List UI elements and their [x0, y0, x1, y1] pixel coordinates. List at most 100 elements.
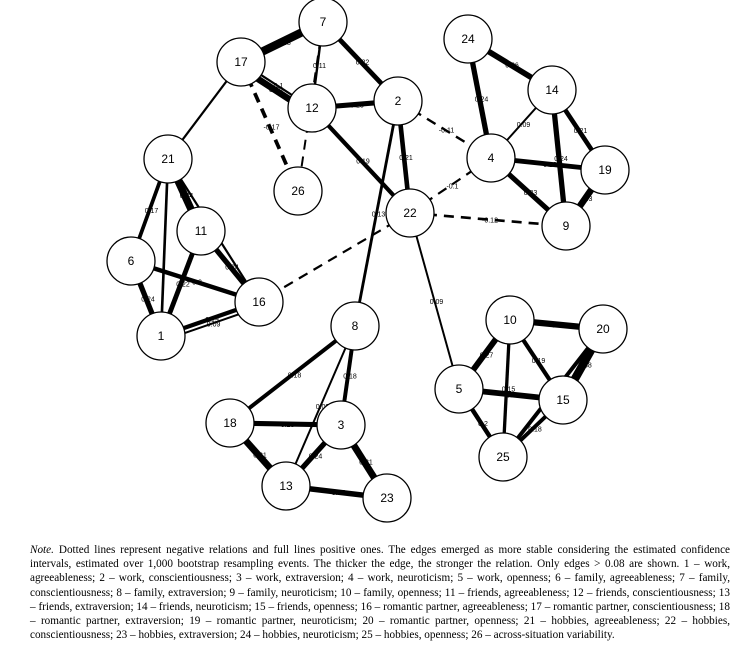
node-label-12: 12 [305, 101, 319, 115]
node-circle-16 [234, 277, 284, 327]
node-21: 21 [143, 134, 193, 184]
node-circle-2 [373, 76, 423, 126]
node-circle-22 [385, 188, 435, 238]
edge-21-1 [159, 158, 170, 337]
edge-label-3-13: 0.24 [309, 454, 323, 461]
edge-label-17-26: -0.17 [264, 125, 280, 132]
edge-label-15-25: 0.18 [528, 427, 542, 434]
edge-label-7-2: 0.22 [356, 60, 370, 67]
edge-label-24-4: 0.24 [475, 97, 489, 104]
node-label-15: 15 [556, 393, 570, 407]
node-circle-11 [176, 206, 226, 256]
node-label-17: 17 [234, 55, 248, 69]
edge-label-10-5: 0.27 [480, 353, 494, 360]
node-22: 22 [385, 188, 435, 238]
node-16: 16 [234, 277, 284, 327]
edge-label-24-14: 0.26 [505, 63, 519, 70]
edge-label-5-15: 0.26 [506, 393, 520, 400]
node-circle-9 [541, 201, 591, 251]
node-circle-13 [261, 461, 311, 511]
node-label-23: 23 [380, 491, 394, 505]
edge-label-4-9: 0.23 [524, 190, 538, 197]
node-7: 7 [298, 0, 348, 47]
node-8: 8 [330, 301, 380, 351]
edge-label-17-12: 0.1 [274, 83, 284, 90]
node-20: 20 [578, 304, 628, 354]
node-10: 10 [485, 295, 535, 345]
edge-label-2-4: -0.11 [439, 128, 455, 135]
edge-label-11-16: 0.24 [225, 265, 239, 272]
node-circle-15 [538, 375, 588, 425]
node-label-4: 4 [488, 151, 495, 165]
edge-label-1-16: 0.09 [207, 322, 221, 329]
node-circle-21 [143, 134, 193, 184]
node-circle-7 [298, 0, 348, 47]
node-circle-20 [578, 304, 628, 354]
node-15: 15 [538, 375, 588, 425]
node-label-10: 10 [503, 313, 517, 327]
edge-label-10-25: 0.15 [502, 387, 516, 394]
edge-label-22-5: 0.09 [430, 299, 444, 306]
node-2: 2 [373, 76, 423, 126]
edge-label-16-1: 0.19 [205, 317, 219, 324]
edge-label-18-3: 0.23 [281, 422, 295, 429]
edge-label-2-8: 0.13 [372, 212, 386, 219]
node-circle-10 [485, 295, 535, 345]
note-label: Note. [30, 544, 54, 556]
node-25: 25 [478, 432, 528, 482]
node-label-11: 11 [195, 224, 208, 238]
node-label-1: 1 [158, 329, 165, 343]
edge-label-12-22: 0.19 [356, 159, 370, 166]
edge-8-18 [228, 324, 357, 425]
node-label-5: 5 [456, 382, 463, 396]
node-label-7: 7 [320, 15, 327, 29]
edge-label-10-20: 0.28 [552, 323, 566, 330]
edge-label-14-4: 0.09 [517, 122, 531, 129]
edge-label-18-13: 0.31 [253, 453, 267, 460]
network-diagram: 0.380.10.300.110.220.230.19-0.17-0.090.2… [106, 0, 630, 523]
node-label-8: 8 [352, 319, 359, 333]
node-1: 1 [136, 311, 186, 361]
edge-label-20-15: 0.38 [578, 363, 592, 370]
node-label-16: 16 [252, 295, 266, 309]
node-5: 5 [434, 364, 484, 414]
node-17: 17 [216, 37, 266, 87]
node-label-2: 2 [395, 94, 402, 108]
edge-label-21-6: 0.17 [145, 208, 159, 215]
node-24: 24 [443, 14, 493, 64]
edge-label-12-2: 0.23 [350, 103, 364, 110]
node-9: 9 [541, 201, 591, 251]
node-23: 23 [362, 473, 412, 523]
edge-label-22-4: -0.1 [446, 184, 458, 191]
node-circle-14 [527, 65, 577, 115]
node-label-6: 6 [128, 254, 135, 268]
node-circle-26 [273, 166, 323, 216]
edge-label-11-1: 0.22 [176, 282, 190, 289]
node-6: 6 [106, 236, 156, 286]
edge-label-8-3: 0.18 [343, 374, 357, 381]
edge-label-8-13: 0.09 [316, 404, 330, 411]
node-circle-19 [580, 145, 630, 195]
node-14: 14 [527, 65, 577, 115]
edge-label-5-25: 0.2 [478, 421, 488, 428]
edge-8-13 [285, 325, 356, 487]
edge-2-8 [353, 100, 400, 327]
node-circle-18 [205, 398, 255, 448]
node-19: 19 [580, 145, 630, 195]
edge-label-21-11: 0.34 [180, 193, 194, 200]
node-circle-6 [106, 236, 156, 286]
node-circle-25 [478, 432, 528, 482]
edge-22-9 [409, 211, 567, 228]
edge-label-17-7: 0.38 [277, 40, 291, 47]
node-label-26: 26 [291, 184, 305, 198]
node-4: 4 [466, 133, 516, 183]
node-circle-24 [443, 14, 493, 64]
node-3: 3 [316, 400, 366, 450]
edge-label-13-23: 0.25 [332, 490, 346, 497]
node-18: 18 [205, 398, 255, 448]
node-label-24: 24 [461, 32, 475, 46]
node-26: 26 [273, 166, 323, 216]
node-circle-8 [330, 301, 380, 351]
edge-label-8-18: 0.18 [288, 373, 302, 380]
edge-label-10-15: 0.19 [532, 358, 546, 365]
